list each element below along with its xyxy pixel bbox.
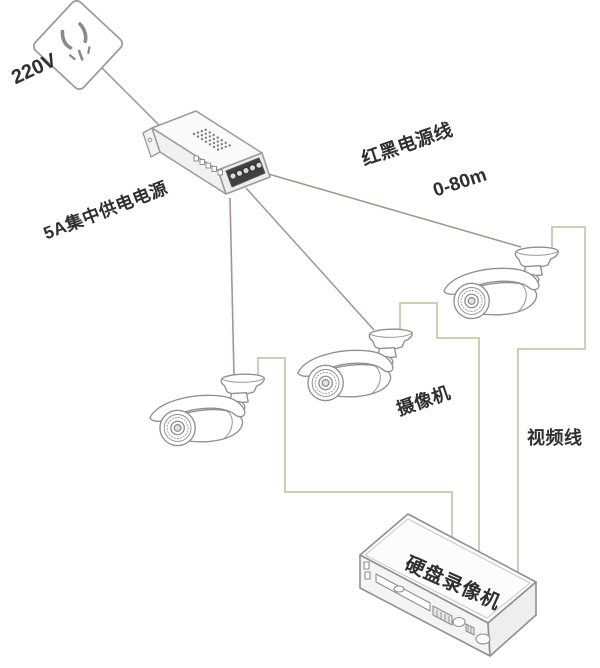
power-outlet-icon: [32, 0, 124, 91]
psu-terminal-row: [193, 155, 223, 176]
video-line-left-camera: [257, 357, 453, 537]
outlet-pin-left: [68, 54, 76, 61]
video-line-middle-camera: [399, 302, 480, 552]
mains-cable-line: [100, 66, 162, 128]
dvr-button-1: [363, 561, 370, 570]
dvr-port-round-2: [475, 633, 491, 645]
dvr-front-panel: [363, 561, 491, 645]
outlet-slot-left: [60, 29, 73, 50]
power-line-right-camera: [257, 170, 522, 248]
dvr-button-2: [364, 571, 371, 580]
video-line-right-camera: [517, 226, 586, 572]
outlet-slot-right: [78, 22, 88, 44]
dvr-icon: [359, 513, 537, 657]
power-line-left-camera: [229, 197, 235, 377]
dvr-drive-slot: [375, 573, 431, 612]
power-line-middle-camera: [245, 187, 375, 331]
camera-icon-middle: [297, 328, 413, 402]
camera-icon-left: [149, 373, 265, 447]
outlet-pin-center: [77, 49, 84, 61]
camera-icon-right: [443, 246, 559, 320]
outlet-pin-right: [87, 46, 91, 55]
dvr-connector: [432, 605, 453, 626]
dvr-slot-button: [393, 585, 405, 593]
psu-flange-hole: [147, 137, 153, 143]
label-video-cable: 视频线: [527, 428, 583, 448]
power-supply-icon: [142, 110, 271, 195]
psu-vent-grille: [192, 128, 231, 151]
dvr-port-round-1: [452, 616, 466, 628]
cable-layer: [100, 66, 586, 572]
psu-terminal-screws: [229, 161, 263, 180]
